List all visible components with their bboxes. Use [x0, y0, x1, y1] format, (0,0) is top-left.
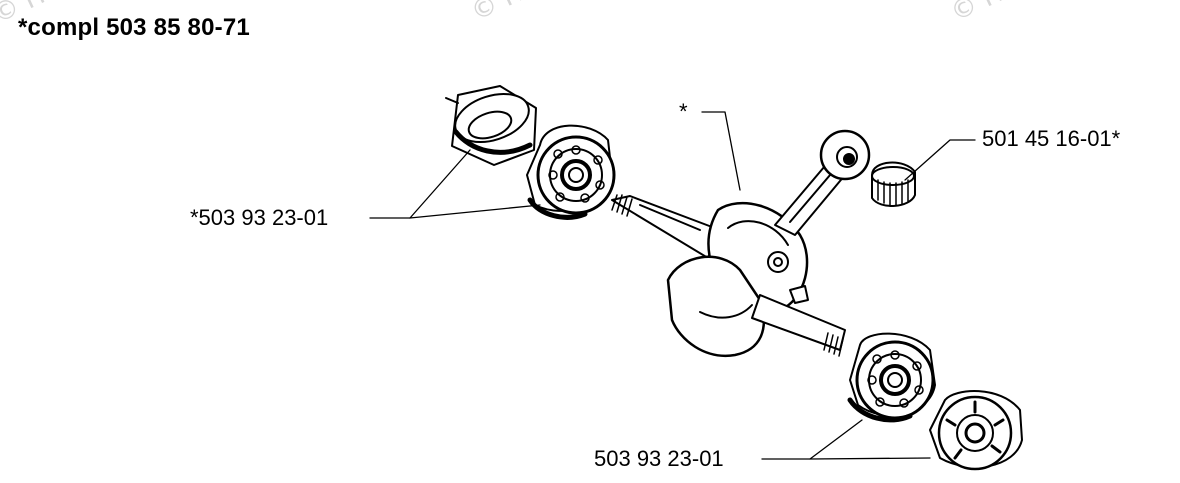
- assembly-title: *compl 503 85 80-71: [18, 14, 250, 41]
- leader-lines: [369, 111, 976, 460]
- ball-bearing-bottom: [847, 332, 936, 423]
- oil-seal-top: [445, 85, 537, 166]
- connecting-rod: [774, 129, 871, 236]
- callout-lower-bearing-pair: 503 93 23-01: [594, 446, 724, 471]
- needle-bearing: [871, 161, 916, 207]
- oil-seal-bottom: [929, 390, 1023, 471]
- crankshaft: [611, 194, 846, 358]
- callout-crankshaft-marker: *: [679, 99, 688, 124]
- callout-upper-bearing-pair: *503 93 23-01: [190, 205, 329, 230]
- ball-bearing-top: [526, 124, 616, 220]
- callout-needle-bearing: 501 45 16-01*: [982, 126, 1121, 151]
